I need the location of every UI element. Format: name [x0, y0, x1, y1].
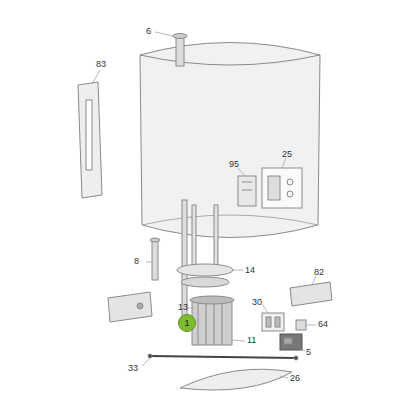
- callout-number: 6: [146, 27, 151, 36]
- callout-number: 26: [290, 374, 300, 383]
- callout-number: 13: [178, 303, 188, 312]
- callout-number: 33: [128, 364, 138, 373]
- callout-number: 95: [229, 160, 239, 169]
- callout-circle: 1: [178, 314, 196, 332]
- callout-number: 25: [282, 150, 292, 159]
- tank: [140, 43, 320, 238]
- callout-number: 11: [247, 336, 256, 345]
- callout-number: 30: [252, 298, 262, 307]
- callout-number: 1: [184, 318, 189, 328]
- callout-number: 14: [245, 266, 255, 275]
- callout-number: 64: [318, 320, 328, 329]
- callout-number: 83: [96, 60, 106, 69]
- callout-number: 5: [306, 348, 311, 357]
- callout-number: 82: [314, 268, 324, 277]
- callout-number: 8: [134, 257, 139, 266]
